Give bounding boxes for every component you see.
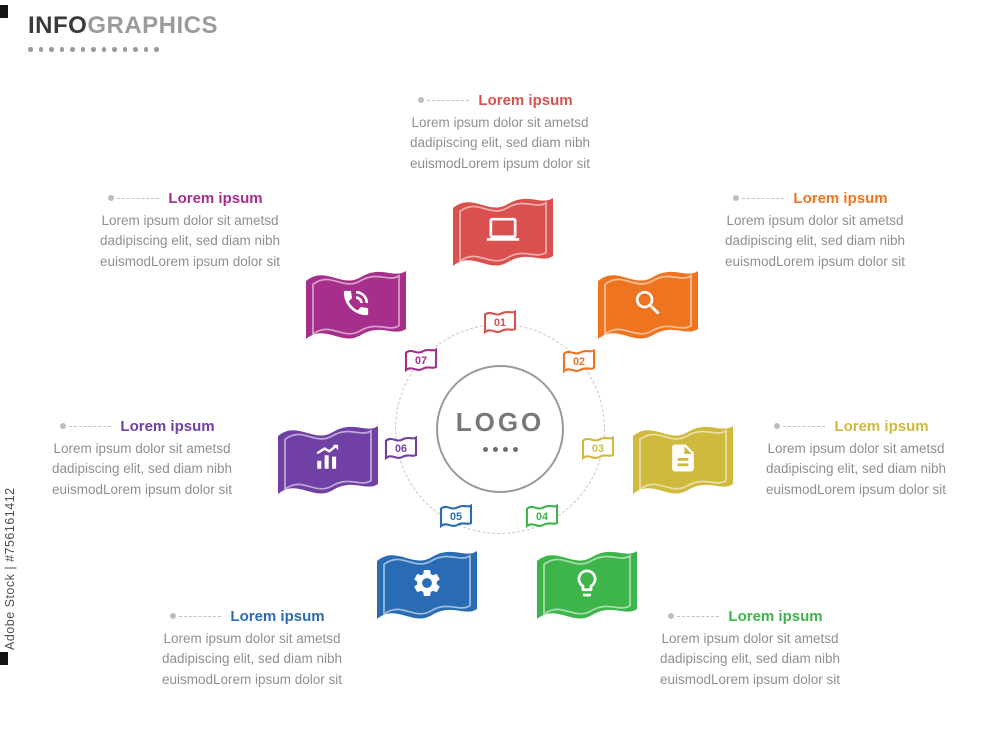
dashed-connector xyxy=(418,97,470,103)
marker-number: 02 xyxy=(573,356,585,368)
decorative-dots xyxy=(28,47,218,52)
bar-chart-icon xyxy=(316,444,339,469)
flag-gear xyxy=(377,551,477,619)
item-block-07: Lorem ipsum Lorem ipsum dolor sit ametsd… xyxy=(65,190,315,272)
flag-laptop xyxy=(453,198,553,266)
dashed-connector xyxy=(60,423,112,429)
logo-dots xyxy=(482,446,518,452)
item-heading: Lorem ipsum xyxy=(120,418,215,435)
item-block-05: Lorem ipsum Lorem ipsum dolor sit ametsd… xyxy=(127,608,377,690)
gear-icon xyxy=(414,570,440,596)
marker-number: 04 xyxy=(536,511,548,523)
dashed-connector xyxy=(733,195,785,201)
search-icon xyxy=(635,290,660,315)
item-block-04: Lorem ipsum Lorem ipsum dolor sit ametsd… xyxy=(625,608,875,690)
marker-07: 07 xyxy=(404,347,438,373)
marker-05: 05 xyxy=(439,503,473,529)
title-gray: GRAPHICS xyxy=(87,12,219,39)
logo-circle: LOGO xyxy=(436,365,564,493)
dashed-connector xyxy=(170,613,222,619)
document-icon xyxy=(672,444,694,472)
page-title: INFOGRAPHICS xyxy=(28,12,218,40)
item-heading: Lorem ipsum xyxy=(168,190,263,207)
watermark-corner-mark xyxy=(0,5,8,18)
marker-04: 04 xyxy=(525,503,559,529)
marker-01: 01 xyxy=(483,309,517,335)
item-heading: Lorem ipsum xyxy=(793,190,888,207)
flag-search xyxy=(598,271,698,339)
title-bold: INFO xyxy=(28,12,88,39)
watermark-text: Adobe Stock | #756161412 xyxy=(3,487,17,650)
marker-number: 05 xyxy=(450,511,462,523)
marker-number: 07 xyxy=(415,355,427,367)
flag-bar-chart xyxy=(278,426,378,494)
item-body: Lorem ipsum dolor sit ametsd dadipiscing… xyxy=(99,213,281,269)
marker-02: 02 xyxy=(562,348,596,374)
lightbulb-icon xyxy=(577,569,597,597)
item-block-06: Lorem ipsum Lorem ipsum dolor sit ametsd… xyxy=(17,418,267,500)
laptop-icon xyxy=(486,217,520,241)
item-body: Lorem ipsum dolor sit ametsd dadipiscing… xyxy=(659,631,841,687)
watermark-corner-mark xyxy=(0,652,8,665)
item-body: Lorem ipsum dolor sit ametsd dadipiscing… xyxy=(409,115,591,171)
page-header: INFOGRAPHICS xyxy=(28,12,218,52)
item-block-03: Lorem ipsum Lorem ipsum dolor sit ametsd… xyxy=(731,418,981,500)
logo-text: LOGO xyxy=(455,406,545,437)
item-block-02: Lorem ipsum Lorem ipsum dolor sit ametsd… xyxy=(690,190,940,272)
flag-document xyxy=(633,426,733,494)
item-body: Lorem ipsum dolor sit ametsd dadipiscing… xyxy=(161,631,343,687)
marker-number: 06 xyxy=(395,443,407,455)
marker-06: 06 xyxy=(384,435,418,461)
item-body: Lorem ipsum dolor sit ametsd dadipiscing… xyxy=(724,213,906,269)
item-body: Lorem ipsum dolor sit ametsd dadipiscing… xyxy=(51,441,233,497)
marker-number: 01 xyxy=(494,317,506,329)
flag-lightbulb xyxy=(537,551,637,619)
item-block-01: Lorem ipsum Lorem ipsum dolor sit ametsd… xyxy=(375,92,625,174)
phone-icon xyxy=(343,290,369,316)
dashed-connector xyxy=(668,613,720,619)
item-body: Lorem ipsum dolor sit ametsd dadipiscing… xyxy=(765,441,947,497)
item-heading: Lorem ipsum xyxy=(478,92,573,109)
dashed-connector xyxy=(774,423,826,429)
marker-number: 03 xyxy=(592,443,604,455)
item-heading: Lorem ipsum xyxy=(728,608,823,625)
dashed-connector xyxy=(108,195,160,201)
marker-03: 03 xyxy=(581,435,615,461)
flag-phone xyxy=(306,271,406,339)
item-heading: Lorem ipsum xyxy=(834,418,929,435)
item-heading: Lorem ipsum xyxy=(230,608,325,625)
